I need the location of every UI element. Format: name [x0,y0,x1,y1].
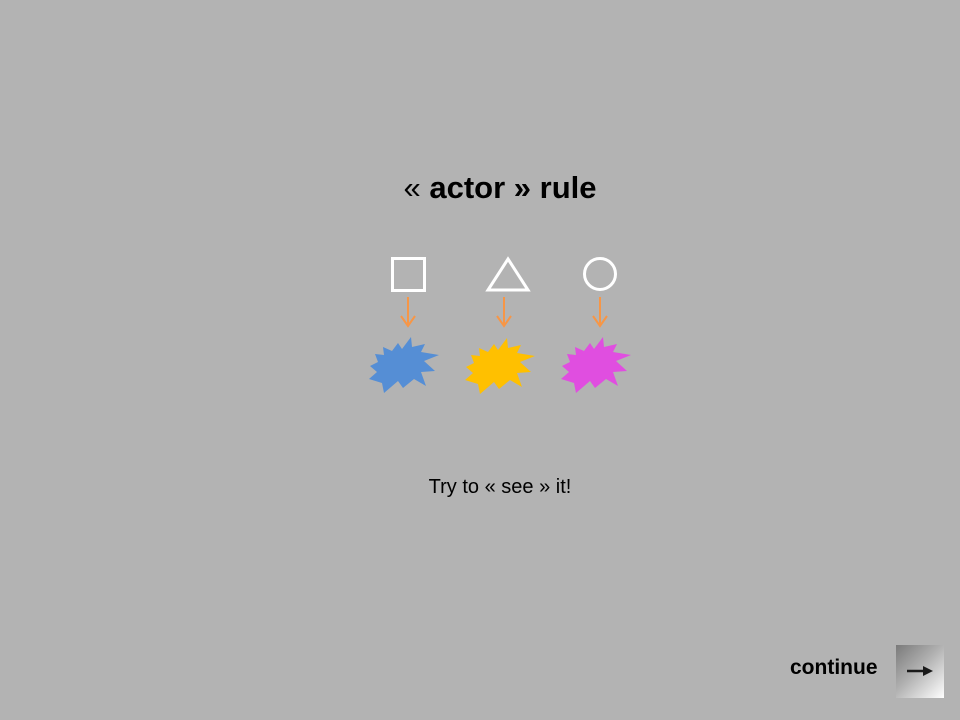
magenta-burst-icon [561,337,631,393]
blue-burst-icon [369,337,439,393]
down-arrow-icon [400,297,416,328]
down-arrow-icon [496,297,512,328]
yellow-burst-icon [465,338,535,394]
title-word: actor [429,170,506,205]
rule-title: « actor » rule [0,170,960,206]
arrow-right-icon [907,666,933,676]
instruction-text: Try to « see » it! [428,476,572,498]
circle-outline-icon [583,257,617,291]
title-open-quote: « [403,170,421,205]
title-rest: rule [539,170,597,205]
down-arrow-icon [592,297,608,328]
continue-label: continue [790,656,878,679]
square-outline-icon [391,257,426,292]
continue-button[interactable] [896,645,944,698]
triangle-outline-icon [485,256,531,292]
title-close-quote: » [513,170,532,205]
